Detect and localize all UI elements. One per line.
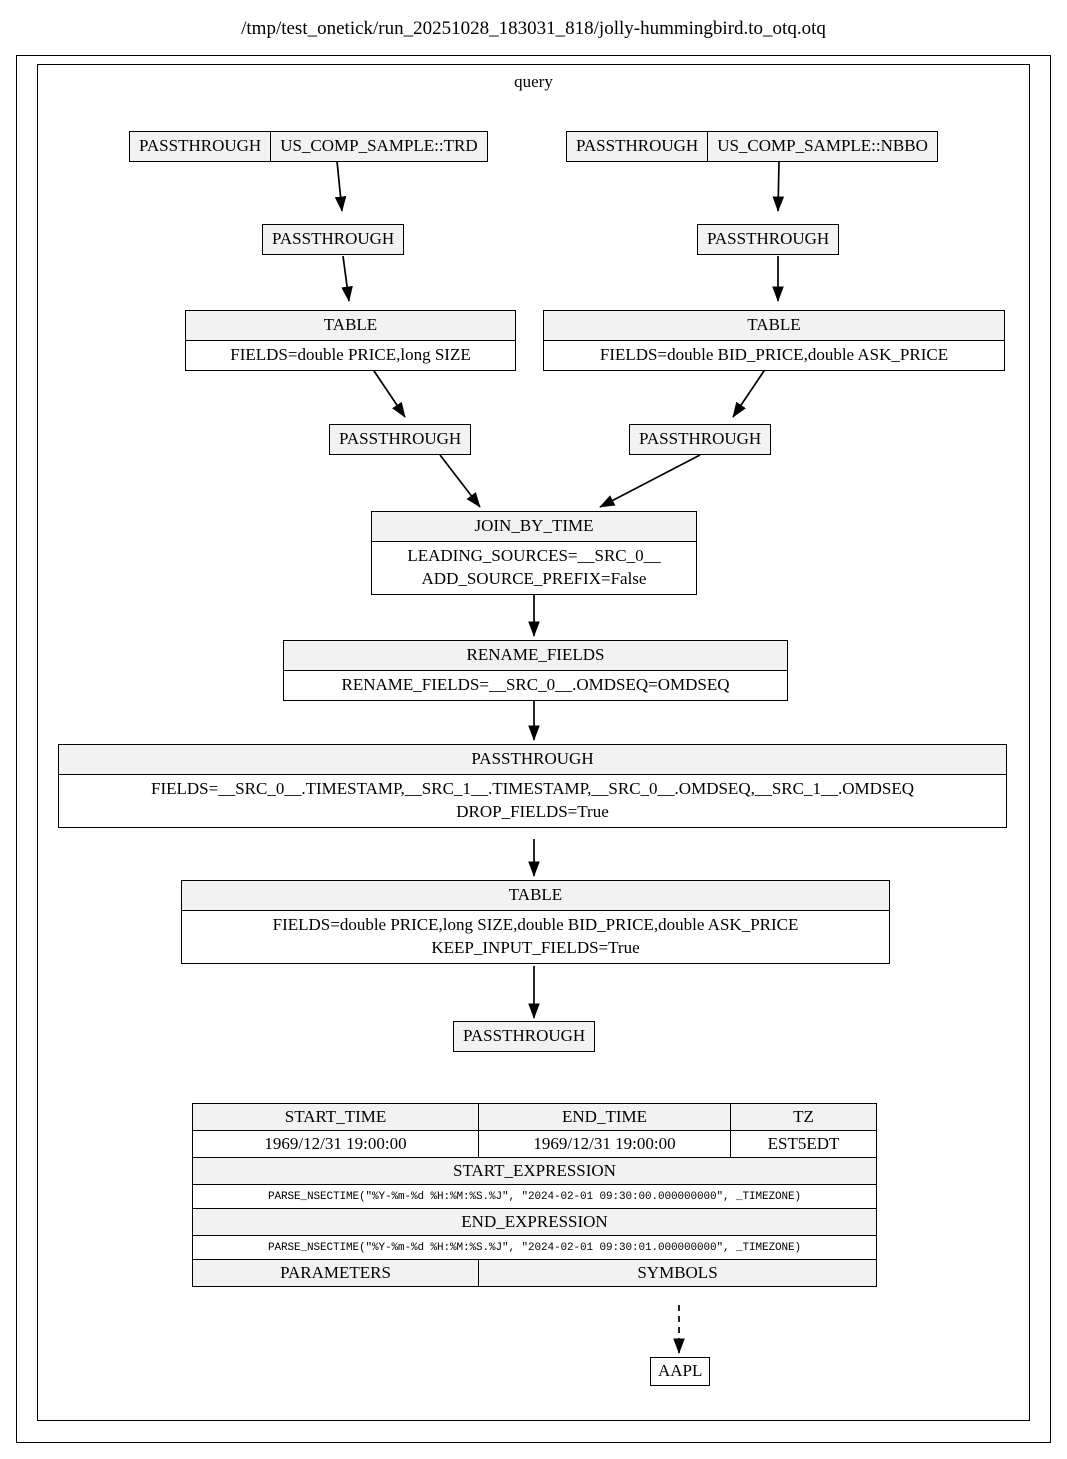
query-parameters-table: START_TIME END_TIME TZ 1969/12/31 19:00:… [192,1103,877,1287]
node-source-trd-symbol: US_COMP_SAMPLE::TRD [270,132,486,161]
table-row-end-expression-header: END_EXPRESSION [192,1208,877,1236]
node-rename-fields-body: RENAME_FIELDS=__SRC_0__.OMDSEQ=OMDSEQ [284,670,787,700]
node-passthrough-final[interactable]: PASSTHROUGH [453,1021,596,1052]
node-source-trd-op: PASSTHROUGH [139,136,262,155]
node-table-nbbo-header: TABLE [544,311,1004,341]
table-row-param-values: 1969/12/31 19:00:00 1969/12/31 19:00:00 … [192,1130,877,1158]
node-passthrough-drop-fields-fields: FIELDS=__SRC_0__.TIMESTAMP,__SRC_1__.TIM… [150,778,915,798]
table-row-start-expression-value: PARSE_NSECTIME("%Y-%m-%d %H:%M:%S.%J", "… [192,1184,877,1209]
node-passthrough-nbbo-1[interactable]: PASSTHROUGH [697,224,840,255]
node-join-by-time-add-source-prefix: ADD_SOURCE_PREFIX=False [421,568,647,588]
node-table-nbbo-body: FIELDS=double BID_PRICE,double ASK_PRICE [544,340,1004,370]
page-title: /tmp/test_onetick/run_20251028_183031_81… [241,18,826,39]
table-row-param-headers: START_TIME END_TIME TZ [192,1103,877,1131]
node-table-final-keep-input-fields: KEEP_INPUT_FIELDS=True [431,937,640,957]
table-row-end-expression-value: PARSE_NSECTIME("%Y-%m-%d %H:%M:%S.%J", "… [192,1235,877,1260]
header-end-expression: END_EXPRESSION [192,1208,877,1236]
node-rename-fields-header: RENAME_FIELDS [284,641,787,671]
node-table-nbbo[interactable]: TABLE FIELDS=double BID_PRICE,double ASK… [543,310,1005,371]
header-parameters: PARAMETERS [192,1259,479,1287]
value-end-expression: PARSE_NSECTIME("%Y-%m-%d %H:%M:%S.%J", "… [192,1235,877,1260]
header-tz: TZ [730,1103,877,1131]
value-start-time: 1969/12/31 19:00:00 [192,1130,479,1158]
node-passthrough-drop-fields-flag: DROP_FIELDS=True [456,801,609,821]
node-table-final-header: TABLE [182,881,889,911]
outer-frame [16,55,1051,1443]
node-join-by-time-body: LEADING_SOURCES=__SRC_0__ ADD_SOURCE_PRE… [372,541,696,594]
header-symbols: SYMBOLS [478,1259,877,1287]
node-table-final-body: FIELDS=double PRICE,long SIZE,double BID… [182,910,889,963]
node-passthrough-trd-1[interactable]: PASSTHROUGH [262,224,405,255]
node-passthrough-trd-2[interactable]: PASSTHROUGH [329,424,472,455]
node-source-trd[interactable]: PASSTHROUGH US_COMP_SAMPLE::TRD [129,131,488,162]
node-symbol-aapl[interactable]: AAPL [650,1357,711,1386]
node-table-trd-fields: FIELDS=double PRICE,long SIZE [230,344,471,364]
node-join-by-time-header: JOIN_BY_TIME [372,512,696,542]
node-table-trd-header: TABLE [186,311,515,341]
node-source-nbbo[interactable]: PASSTHROUGH US_COMP_SAMPLE::NBBO [566,131,938,162]
node-table-final-fields: FIELDS=double PRICE,long SIZE,double BID… [272,914,799,934]
value-end-time: 1969/12/31 19:00:00 [478,1130,731,1158]
header-end-time: END_TIME [478,1103,731,1131]
node-passthrough-drop-fields[interactable]: PASSTHROUGH FIELDS=__SRC_0__.TIMESTAMP,_… [58,744,1007,828]
value-start-expression: PARSE_NSECTIME("%Y-%m-%d %H:%M:%S.%J", "… [192,1184,877,1209]
node-join-by-time-leading-sources: LEADING_SOURCES=__SRC_0__ [407,545,661,565]
value-tz: EST5EDT [730,1130,877,1158]
node-table-trd-body: FIELDS=double PRICE,long SIZE [186,340,515,370]
node-source-nbbo-op: PASSTHROUGH [576,136,699,155]
node-source-nbbo-symbol: US_COMP_SAMPLE::NBBO [707,132,937,161]
node-passthrough-drop-fields-body: FIELDS=__SRC_0__.TIMESTAMP,__SRC_1__.TIM… [59,774,1006,827]
query-cluster-frame [37,64,1030,1421]
header-start-time: START_TIME [192,1103,479,1131]
cluster-label-query: query [514,72,553,91]
node-table-final[interactable]: TABLE FIELDS=double PRICE,long SIZE,doub… [181,880,890,964]
table-row-parameters-symbols: PARAMETERS SYMBOLS [192,1259,877,1287]
node-table-trd[interactable]: TABLE FIELDS=double PRICE,long SIZE [185,310,516,371]
table-row-start-expression-header: START_EXPRESSION [192,1157,877,1185]
node-passthrough-nbbo-2[interactable]: PASSTHROUGH [629,424,772,455]
node-passthrough-drop-fields-header: PASSTHROUGH [59,745,1006,775]
node-rename-fields-mapping: RENAME_FIELDS=__SRC_0__.OMDSEQ=OMDSEQ [341,674,730,694]
node-table-nbbo-fields: FIELDS=double BID_PRICE,double ASK_PRICE [599,344,949,364]
node-rename-fields[interactable]: RENAME_FIELDS RENAME_FIELDS=__SRC_0__.OM… [283,640,788,701]
node-join-by-time[interactable]: JOIN_BY_TIME LEADING_SOURCES=__SRC_0__ A… [371,511,697,595]
header-start-expression: START_EXPRESSION [192,1157,877,1185]
